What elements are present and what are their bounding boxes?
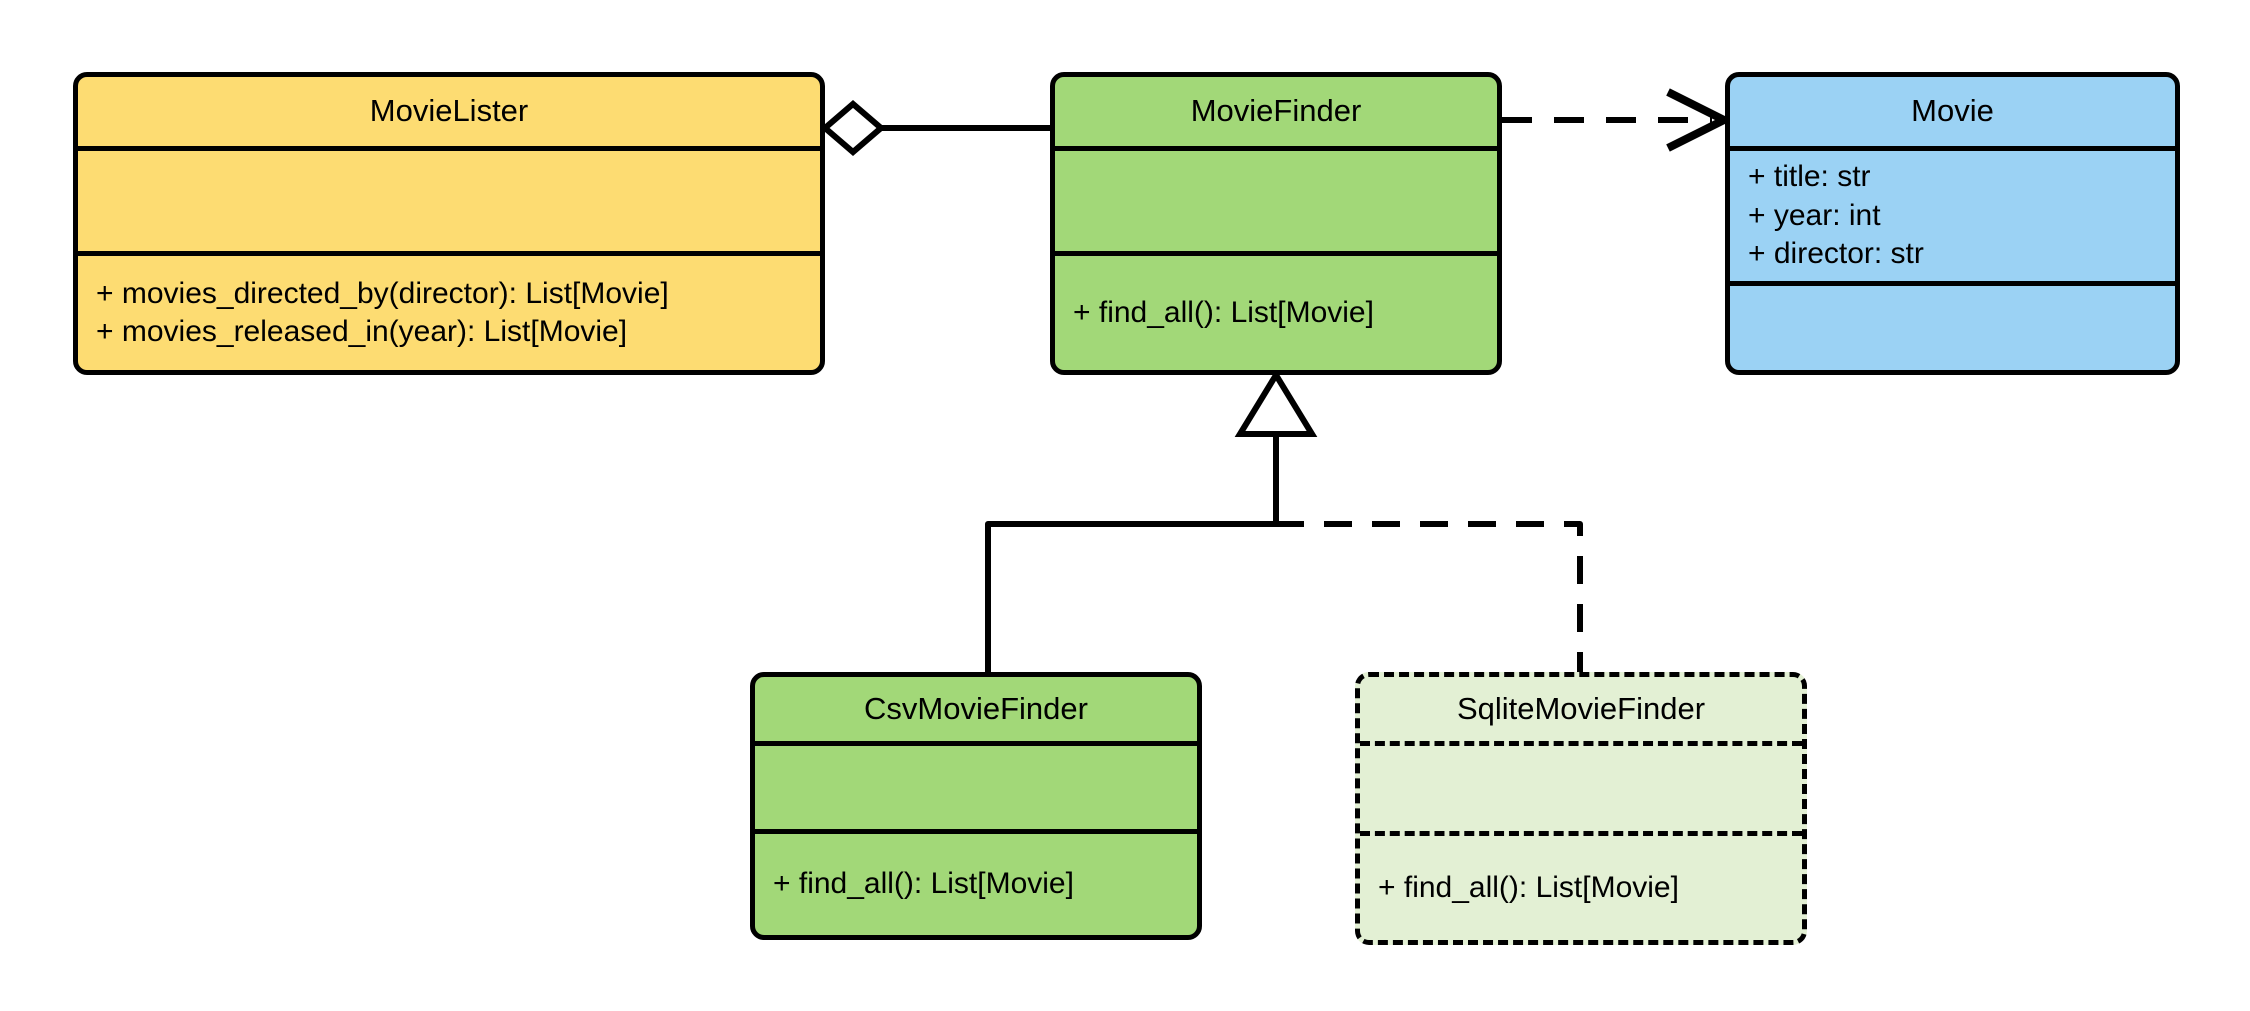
attributes-compartment — [1360, 741, 1802, 831]
attributes-compartment: + title: str + year: int + director: str — [1730, 146, 2175, 281]
open-arrow-icon — [1666, 88, 1733, 152]
method-item: + movies_released_in(year): List[Movie] — [96, 315, 628, 348]
dependency-moviefinder-movie[interactable] — [1502, 88, 1733, 152]
class-name-movielister: MovieLister — [369, 93, 529, 129]
methods-compartment: + movies_directed_by(director): List[Mov… — [78, 251, 820, 370]
class-name-compartment: Movie — [1730, 77, 2175, 146]
methods-compartment — [1730, 281, 2175, 370]
inheritance-csvmoviefinder-moviefinder[interactable] — [985, 521, 1276, 672]
inheritance-branch-solid — [985, 521, 1276, 672]
methods-compartment: + find_all(): List[Movie] — [1360, 831, 1802, 940]
class-box-movie[interactable]: Movie + title: str + year: int + directo… — [1725, 72, 2180, 375]
methods-compartment: + find_all(): List[Movie] — [755, 829, 1197, 935]
class-name-compartment: MovieFinder — [1055, 77, 1497, 146]
class-name-compartment: CsvMovieFinder — [755, 677, 1197, 741]
attributes-compartment — [1055, 146, 1497, 251]
inheritance-sqlitemoviefinder-moviefinder[interactable] — [1276, 521, 1583, 672]
method-item: + find_all(): List[Movie] — [1073, 295, 1374, 329]
method-item: + find_all(): List[Movie] — [773, 867, 1074, 901]
class-name-csvmoviefinder: CsvMovieFinder — [864, 690, 1088, 726]
aggregation-movielister-moviefinder[interactable] — [820, 100, 1050, 156]
hollow-triangle-icon — [1234, 369, 1318, 437]
class-box-csvmoviefinder[interactable]: CsvMovieFinder + find_all(): List[Movie] — [750, 672, 1202, 940]
class-name-compartment: SqliteMovieFinder — [1360, 677, 1802, 741]
class-name-movie: Movie — [1911, 93, 1994, 129]
method-item: + movies_directed_by(director): List[Mov… — [96, 276, 669, 310]
attribute-item: + director: str — [1748, 237, 1924, 271]
methods-compartment: + find_all(): List[Movie] — [1055, 251, 1497, 370]
attribute-item: + title: str — [1748, 160, 1871, 194]
attribute-item: + year: int — [1748, 198, 1881, 232]
class-name-moviefinder: MovieFinder — [1190, 93, 1362, 129]
hollow-diamond-icon — [820, 100, 886, 156]
attributes-compartment — [755, 741, 1197, 829]
class-box-movielister[interactable]: MovieLister + movies_directed_by(directo… — [73, 72, 825, 375]
attributes-compartment — [78, 146, 820, 251]
method-item: + find_all(): List[Movie] — [1378, 870, 1679, 904]
class-box-sqlitemoviefinder[interactable]: SqliteMovieFinder + find_all(): List[Mov… — [1355, 672, 1807, 945]
inheritance-branch-dashed — [1276, 521, 1583, 672]
class-box-moviefinder[interactable]: MovieFinder + find_all(): List[Movie] — [1050, 72, 1502, 375]
class-name-sqlitemoviefinder: SqliteMovieFinder — [1456, 690, 1706, 726]
inheritance-junction — [1234, 369, 1318, 524]
class-name-compartment: MovieLister — [78, 77, 820, 146]
